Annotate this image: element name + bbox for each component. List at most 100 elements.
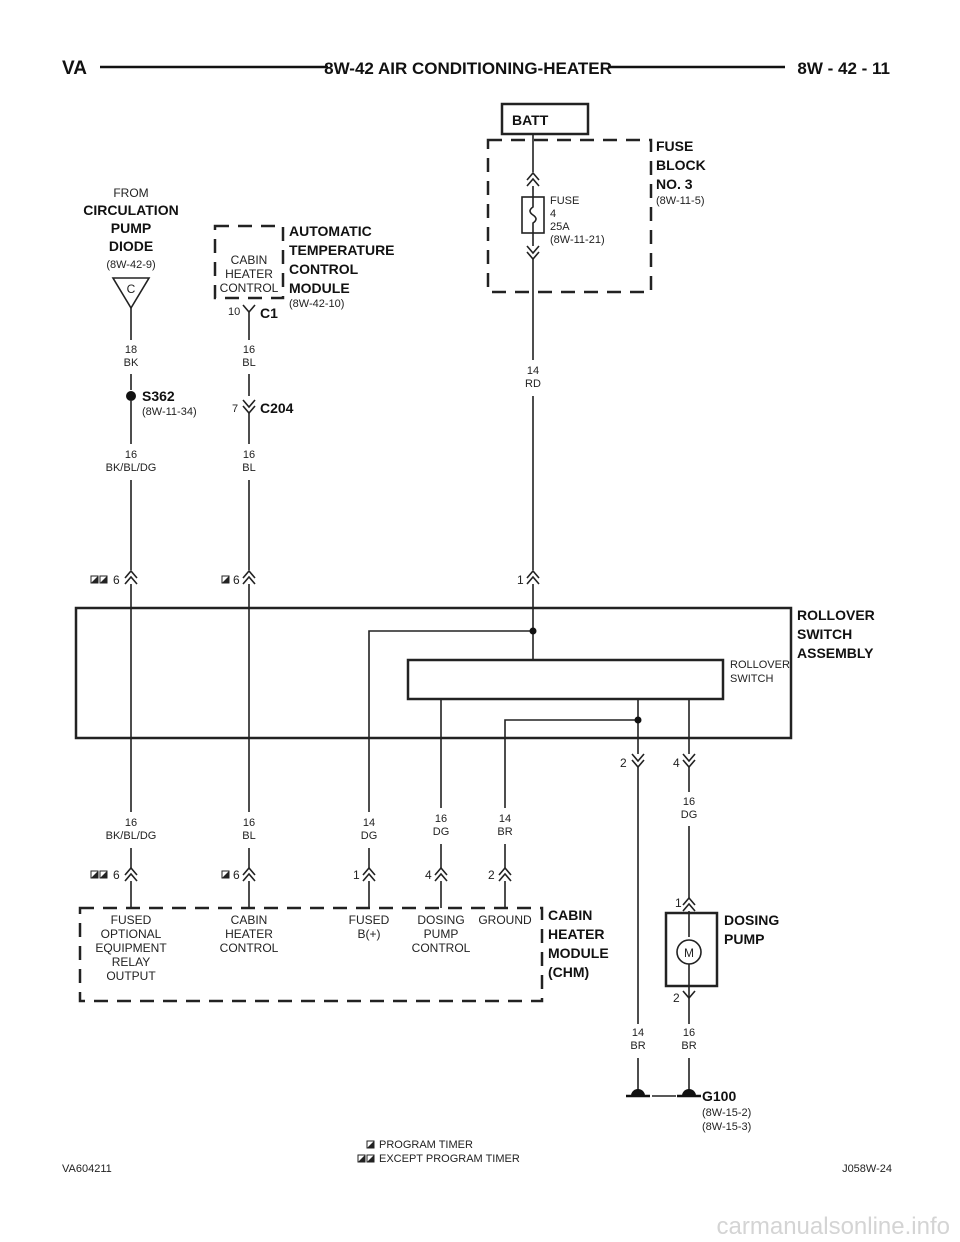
chm-label-fused-opt-2: OPTIONAL	[101, 927, 162, 941]
atc-pin: 10	[228, 306, 240, 318]
chm-conn-3b	[362, 872, 376, 882]
atc-title-1: AUTOMATIC	[289, 223, 372, 239]
ro-conn-1a	[124, 569, 138, 579]
atc-conn	[242, 304, 256, 314]
chm-label-fused-b-2: B(+)	[357, 927, 380, 941]
chm-label-fused-opt-3: EQUIPMENT	[95, 941, 167, 955]
wire-mid-4-size: 16	[435, 813, 447, 825]
ground-ref-2: (8W-15-3)	[702, 1121, 751, 1133]
chm-label-cabin-3: CONTROL	[220, 941, 279, 955]
ro-conn-2a	[242, 569, 256, 579]
batt-box	[500, 102, 590, 136]
atc-outline	[213, 224, 285, 300]
splice-ref: (8W-11-34)	[142, 406, 197, 418]
atc-box-3: CONTROL	[220, 281, 279, 295]
footer-right: J058W-24	[842, 1163, 892, 1175]
c204-conn-1	[242, 399, 256, 409]
chm-title-4: (CHM)	[548, 964, 589, 980]
legend: PROGRAM TIMER EXCEPT PROGRAM TIMER	[357, 1139, 520, 1165]
chm-outline	[78, 906, 544, 1003]
rollover-title-3: ASSEMBLY	[797, 645, 874, 661]
ro-splice-top	[529, 627, 537, 635]
legend-fill-2a	[358, 1155, 365, 1162]
legend-symbol-2b	[90, 870, 108, 879]
legend-fill-1	[367, 1141, 374, 1148]
splice-dot	[126, 391, 136, 401]
fuse-conn-top-1	[526, 171, 540, 181]
fuse-text-2: 4	[550, 208, 556, 220]
chm-title-2: HEATER	[548, 926, 605, 942]
circ-from: FROM	[113, 186, 148, 200]
chm-label-dosing-1: DOSING	[417, 913, 464, 927]
rollover-pin-4: 4	[673, 756, 680, 770]
rollover-pin-1: 1	[517, 573, 524, 587]
chm-label-fused-b-1: FUSED	[349, 913, 390, 927]
wire-bk-size: 18	[125, 344, 137, 356]
dosing-pin-2: 2	[673, 991, 680, 1005]
ro-internal-dg	[368, 630, 533, 738]
ground-g100: G100 (8W-15-2) (8W-15-3)	[626, 1088, 751, 1133]
legend-symbol-1	[221, 575, 230, 584]
chm-label-fused-opt-1: FUSED	[111, 913, 152, 927]
wire-bl-color-2: BL	[242, 462, 255, 474]
footer-left: VA604211	[62, 1163, 112, 1175]
rb-conn-2a	[631, 753, 645, 763]
c204-pin: 7	[232, 403, 238, 415]
atc-connector: C1	[260, 305, 278, 321]
ro-conn-1b	[124, 575, 138, 585]
dosing-pin-1: 1	[675, 896, 682, 910]
fuse-block-ref: (8W-11-5)	[656, 195, 705, 207]
ro-conn-2b	[242, 575, 256, 585]
ground-ref-1: (8W-15-2)	[702, 1107, 751, 1119]
header-page-number: 8W - 42 - 11	[797, 59, 890, 78]
rollover-pin-6b: 6	[233, 573, 240, 587]
chm-label-ground: GROUND	[478, 913, 532, 927]
rollover-switch-label-2: SWITCH	[730, 673, 773, 685]
chm-title-1: CABIN	[548, 907, 592, 923]
wire-mid-5-size: 14	[499, 813, 511, 825]
legend-fill-2b	[367, 1155, 374, 1162]
fuse-block-outline	[486, 138, 653, 294]
wire-mid-3-color: DG	[361, 830, 378, 842]
chm-label-cabin-2: HEATER	[225, 927, 273, 941]
chm-label-dosing-2: PUMP	[424, 927, 459, 941]
fuse-block-title-2: BLOCK	[656, 157, 706, 173]
chm-pin-6b: 6	[233, 868, 240, 882]
chm-label-dosing-3: CONTROL	[412, 941, 471, 955]
dp-conn-top-b	[682, 902, 696, 912]
connector-c204: 7 C204 16 BL	[232, 399, 294, 570]
ro-conn-3a	[526, 569, 540, 579]
motor-label: M	[684, 946, 694, 960]
ground-symbol-left	[631, 1089, 645, 1096]
wire-bkbldg-size: 16	[125, 449, 137, 461]
ro-splice-bottom	[634, 716, 642, 724]
legend-except: EXCEPT PROGRAM TIMER	[379, 1153, 520, 1165]
fuse-conn-top-2	[526, 177, 540, 187]
fuse-block-title-1: FUSE	[656, 138, 693, 154]
batt-label: BATT	[512, 112, 549, 128]
dosing-title-2: PUMP	[724, 931, 764, 947]
rollover-bottom-connectors: 2 4	[620, 738, 696, 770]
chm-conn-3a	[362, 866, 376, 876]
chm-conn-5a	[498, 866, 512, 876]
splice-name: S362	[142, 388, 175, 404]
wire-pump-br-size: 16	[683, 1027, 695, 1039]
dosing-title-1: DOSING	[724, 912, 779, 928]
circ-title-1: CIRCULATION	[83, 202, 178, 218]
header: VA 8W-42 AIR CONDITIONING-HEATER 8W - 42…	[62, 58, 890, 79]
legend-symbol-1b	[221, 870, 230, 879]
cabin-heater-module: 6 6 1 4 2 CABIN HEATER MODULE (CHM) FUSE…	[78, 866, 609, 1003]
circ-title-2: PUMP	[111, 220, 151, 236]
chm-label-fused-opt-5: OUTPUT	[106, 969, 156, 983]
chm-pin-1: 1	[353, 868, 360, 882]
fuse-conn-bot-1	[526, 245, 540, 255]
legend-symbol-2	[90, 575, 108, 584]
wire-mid-4-color: DG	[433, 826, 450, 838]
dp-conn-top-a	[682, 896, 696, 906]
legend-program: PROGRAM TIMER	[379, 1139, 473, 1151]
wire-mid-3-size: 14	[363, 817, 375, 829]
wire-rd-color: RD	[525, 378, 541, 390]
atc-title-2: TEMPERATURE	[289, 242, 395, 258]
fuse-text-4: (8W-11-21)	[550, 234, 605, 246]
